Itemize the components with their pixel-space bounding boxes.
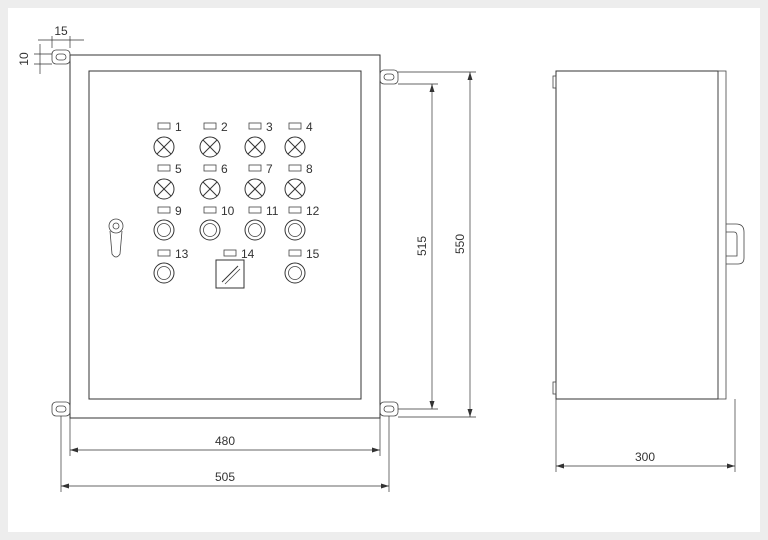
component-position-14: 14 <box>215 247 255 289</box>
label-plate <box>288 122 302 130</box>
indicator-lamp-icon <box>284 136 306 158</box>
indicator-lamp-icon <box>244 136 266 158</box>
indicator-lamp-icon <box>153 136 175 158</box>
position-number: 2 <box>221 120 228 134</box>
position-number: 3 <box>266 120 273 134</box>
indicator-lamp-icon <box>244 178 266 200</box>
door-profile <box>717 70 727 400</box>
position-number: 1 <box>175 120 182 134</box>
position-number: 5 <box>175 162 182 176</box>
component-position-8: 8 <box>284 162 313 200</box>
label-plate <box>288 249 302 257</box>
label-plate <box>288 206 302 214</box>
component-position-5: 5 <box>153 162 182 200</box>
dimension-label-10: 10 <box>17 52 31 66</box>
push-button-icon <box>284 219 306 241</box>
label-plate <box>203 164 217 172</box>
push-button-icon <box>244 219 266 241</box>
label-plate <box>223 249 237 257</box>
position-number: 10 <box>221 204 235 218</box>
mounting-lug-top-right <box>379 69 399 85</box>
side-view <box>552 70 745 400</box>
label-plate <box>203 206 217 214</box>
dimension-label-505: 505 <box>215 470 235 484</box>
position-number: 15 <box>306 247 320 261</box>
position-number: 6 <box>221 162 228 176</box>
dimension-label-15: 15 <box>54 24 68 38</box>
mounting-lug-top-left <box>51 49 71 65</box>
side-hinge-bottom <box>552 381 557 395</box>
label-plate <box>157 206 171 214</box>
push-button-icon <box>284 262 306 284</box>
component-position-7: 7 <box>244 162 273 200</box>
push-button-icon <box>153 262 175 284</box>
component-position-12: 12 <box>284 204 320 241</box>
label-plate <box>288 164 302 172</box>
component-position-4: 4 <box>284 120 313 158</box>
component-position-11: 11 <box>244 204 279 241</box>
side-handle-inner <box>726 231 738 257</box>
dimension-label-515: 515 <box>415 236 429 256</box>
position-number: 9 <box>175 204 182 218</box>
indicator-lamp-icon <box>199 178 221 200</box>
component-position-2: 2 <box>199 120 228 158</box>
indicator-lamp-icon <box>199 136 221 158</box>
component-position-9: 9 <box>153 204 182 241</box>
push-button-icon <box>199 219 221 241</box>
position-number: 14 <box>241 247 255 261</box>
position-number: 12 <box>306 204 320 218</box>
component-position-6: 6 <box>199 162 228 200</box>
drawing-sheet <box>8 8 760 532</box>
component-position-3: 3 <box>244 120 273 158</box>
position-number: 8 <box>306 162 313 176</box>
label-plate <box>157 164 171 172</box>
side-hinge-top <box>552 75 557 89</box>
label-plate <box>248 122 262 130</box>
component-position-15: 15 <box>284 247 320 284</box>
indicator-lamp-icon <box>284 178 306 200</box>
dimension-lines: 15 10 480 505 515 550 300 <box>17 24 736 492</box>
label-plate <box>157 249 171 257</box>
label-plate <box>248 164 262 172</box>
cabinet-outer-frame <box>69 54 381 419</box>
dimension-label-300: 300 <box>635 450 655 464</box>
dimension-label-550: 550 <box>453 234 467 254</box>
position-number: 4 <box>306 120 313 134</box>
door-handle-icon <box>108 218 124 258</box>
label-plate <box>157 122 171 130</box>
component-position-1: 1 <box>153 120 182 158</box>
position-number: 13 <box>175 247 189 261</box>
component-position-13: 13 <box>153 247 189 284</box>
label-plate <box>203 122 217 130</box>
position-number: 7 <box>266 162 273 176</box>
position-number: 11 <box>266 204 279 218</box>
cabinet-door <box>88 70 362 400</box>
indicator-lamp-icon <box>153 178 175 200</box>
label-plate <box>248 206 262 214</box>
component-position-10: 10 <box>199 204 235 241</box>
side-handle-icon <box>726 223 745 265</box>
dimension-label-480: 480 <box>215 434 235 448</box>
push-button-icon <box>153 219 175 241</box>
selector-switch-icon <box>215 259 245 289</box>
